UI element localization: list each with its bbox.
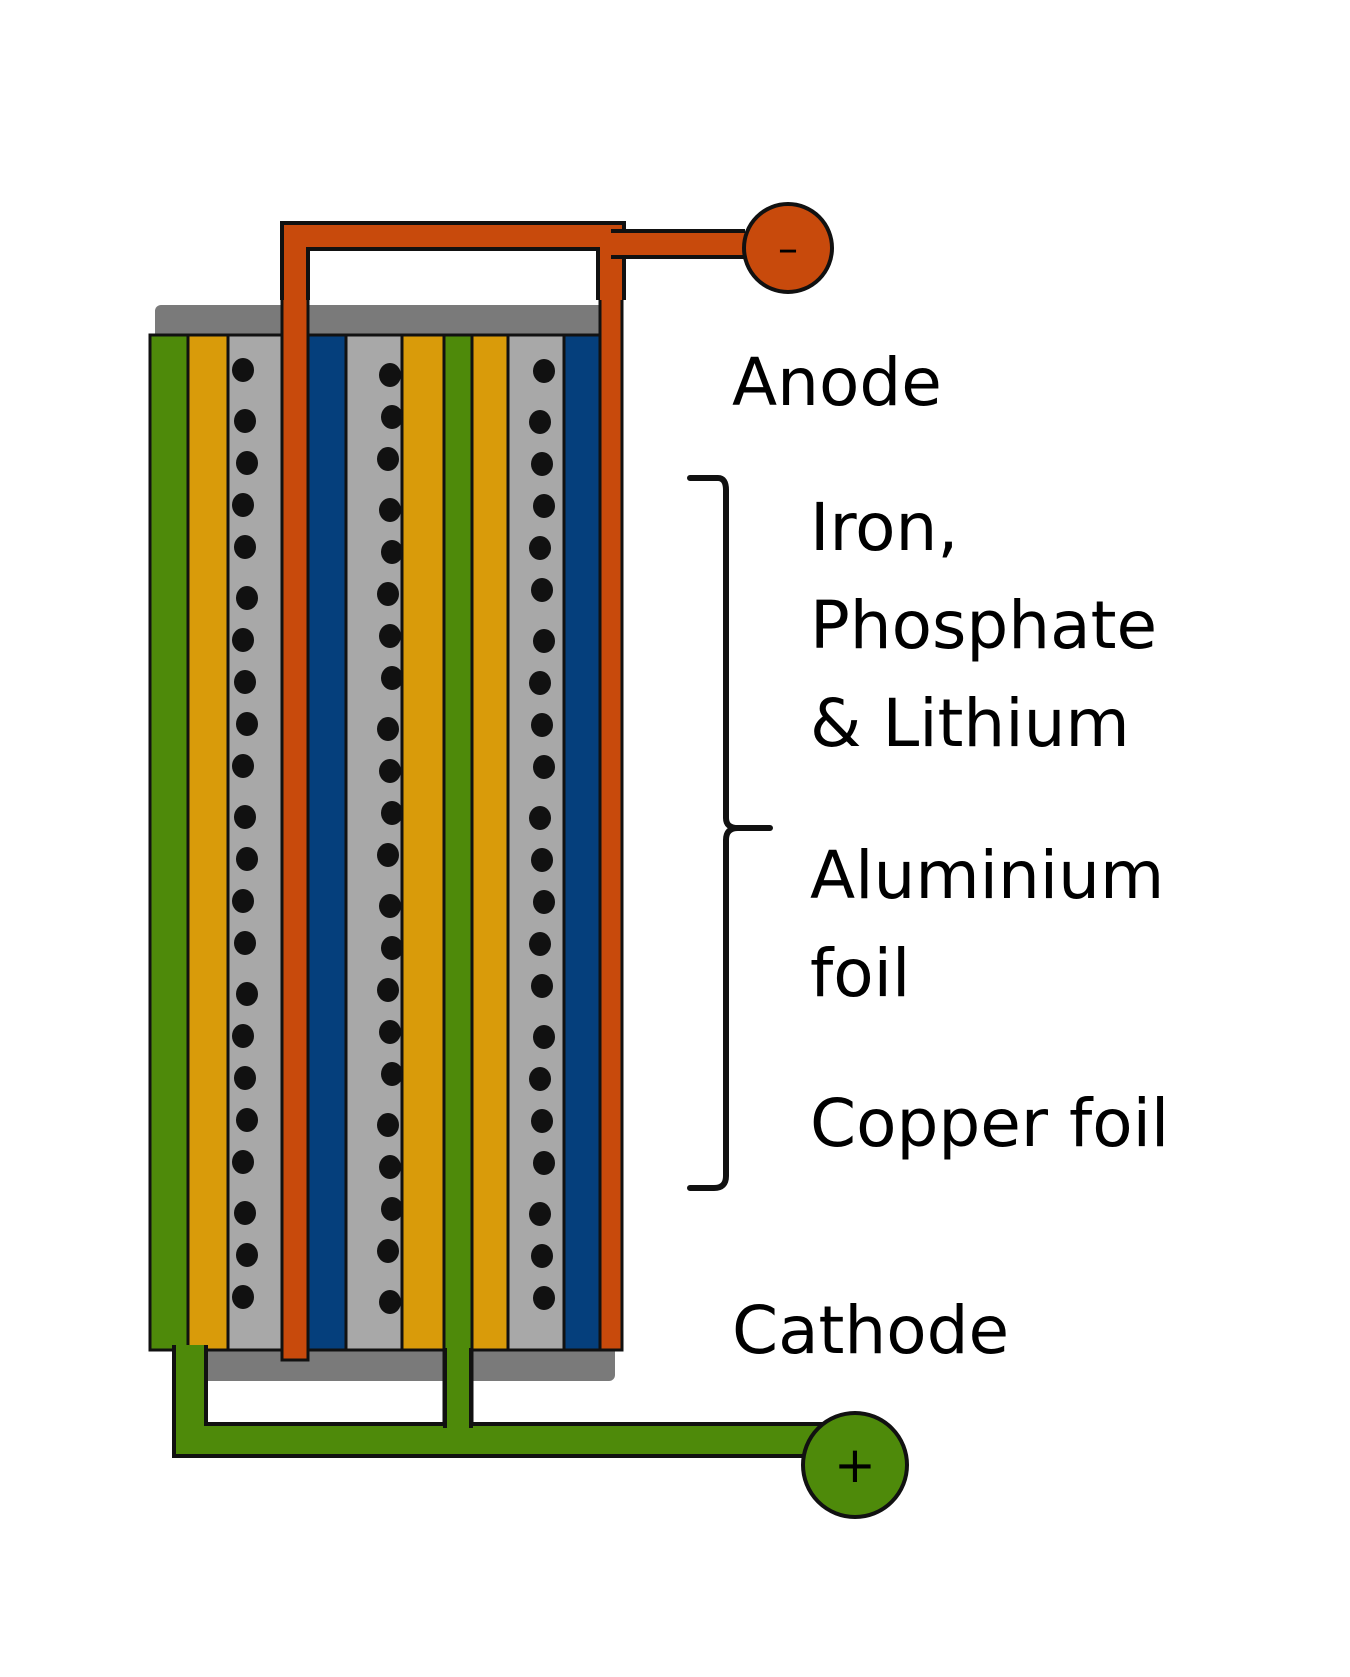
ion-dot [531, 578, 553, 602]
ion-dot [381, 936, 403, 960]
ion-dot [377, 1239, 399, 1263]
ion-dot [379, 1020, 401, 1044]
layer-anode-material [562, 333, 602, 1352]
ion-dot [381, 801, 403, 825]
negative-terminal-sign: – [778, 226, 798, 272]
layer-separator [506, 333, 566, 1352]
ion-dot [533, 1151, 555, 1175]
ion-dot [529, 1067, 551, 1091]
anode-wire [284, 225, 622, 300]
ion-dot [236, 1108, 258, 1132]
layer-anode-material [306, 333, 348, 1352]
label-cathode: Cathode [732, 1292, 1009, 1369]
ion-dot [236, 982, 258, 1006]
ion-dot [379, 894, 401, 918]
ion-dot [531, 974, 553, 998]
positive-terminal: + [801, 1411, 909, 1519]
bracket [687, 475, 773, 1191]
layer-cathode-current-collector [148, 333, 190, 1352]
ion-dot [377, 843, 399, 867]
layer-anode-current-collector [280, 248, 310, 1362]
ion-dot [234, 1066, 256, 1090]
ion-dot [531, 452, 553, 476]
ion-dot [232, 889, 254, 913]
ion-dot [533, 1286, 555, 1310]
ion-dot [531, 1244, 553, 1268]
ion-dot [234, 409, 256, 433]
ion-dot [236, 847, 258, 871]
ion-dot [234, 670, 256, 694]
ion-dot [381, 540, 403, 564]
layer-anode-current-collector [598, 248, 624, 1352]
ion-dot [377, 1113, 399, 1137]
electrode-stack [148, 248, 624, 1437]
ion-dot [232, 493, 254, 517]
ion-dot [529, 1202, 551, 1226]
ion-dot [232, 1150, 254, 1174]
ion-dot [379, 498, 401, 522]
positive-terminal-icon [801, 1411, 909, 1519]
lithium-ion-dots [232, 358, 555, 1314]
ion-dot [234, 1201, 256, 1225]
ion-dot [232, 628, 254, 652]
ion-dot [533, 755, 555, 779]
label-iron-line-2: Phosphate [810, 587, 1157, 664]
label-iron-line-1: Iron, [810, 489, 958, 566]
cathode-wire [176, 1345, 860, 1454]
label-aluminium-line-2: foil [810, 935, 910, 1012]
ion-dot [533, 629, 555, 653]
ion-dot [377, 717, 399, 741]
positive-terminal-sign: + [834, 1436, 876, 1494]
ion-dot [236, 451, 258, 475]
ion-dot [232, 1024, 254, 1048]
ion-dot [232, 358, 254, 382]
ion-dot [381, 1062, 403, 1086]
label-iron-line-3: & Lithium [810, 685, 1130, 762]
ion-dot [381, 405, 403, 429]
label-aluminium-line-1: Aluminium [810, 837, 1164, 914]
ion-dot [529, 536, 551, 560]
ion-dot [377, 447, 399, 471]
ion-dot [529, 806, 551, 830]
ion-dot [377, 582, 399, 606]
ion-dot [529, 671, 551, 695]
ion-dot [234, 805, 256, 829]
ion-dot [234, 931, 256, 955]
ion-dot [533, 359, 555, 383]
ion-dot [533, 890, 555, 914]
ion-dot [379, 759, 401, 783]
ion-dot [377, 978, 399, 1002]
negative-terminal-icon [742, 202, 834, 294]
layer-cathode-current-collector [442, 333, 474, 1437]
layer-cathode-material [400, 333, 446, 1352]
ion-dot [232, 1285, 254, 1309]
ion-dot [529, 410, 551, 434]
ion-dot [381, 1197, 403, 1221]
ion-dot [236, 1243, 258, 1267]
ion-dot [531, 713, 553, 737]
ion-dot [234, 535, 256, 559]
ion-dot [236, 586, 258, 610]
ion-dot [379, 624, 401, 648]
ion-dot [381, 666, 403, 690]
ion-dot [531, 1109, 553, 1133]
ion-dot [232, 754, 254, 778]
ion-dot [379, 363, 401, 387]
label-copper: Copper foil [810, 1085, 1169, 1162]
label-anode: Anode [732, 344, 942, 421]
ion-dot [236, 712, 258, 736]
layer-separator [226, 333, 288, 1352]
ion-dot [533, 494, 555, 518]
negative-terminal: – [742, 202, 834, 294]
ion-dot [531, 848, 553, 872]
layer-cathode-material [186, 333, 230, 1352]
ion-dot [379, 1155, 401, 1179]
ion-dot [379, 1290, 401, 1314]
ion-dot [533, 1025, 555, 1049]
ion-dot [529, 932, 551, 956]
layer-cathode-material [470, 333, 510, 1352]
